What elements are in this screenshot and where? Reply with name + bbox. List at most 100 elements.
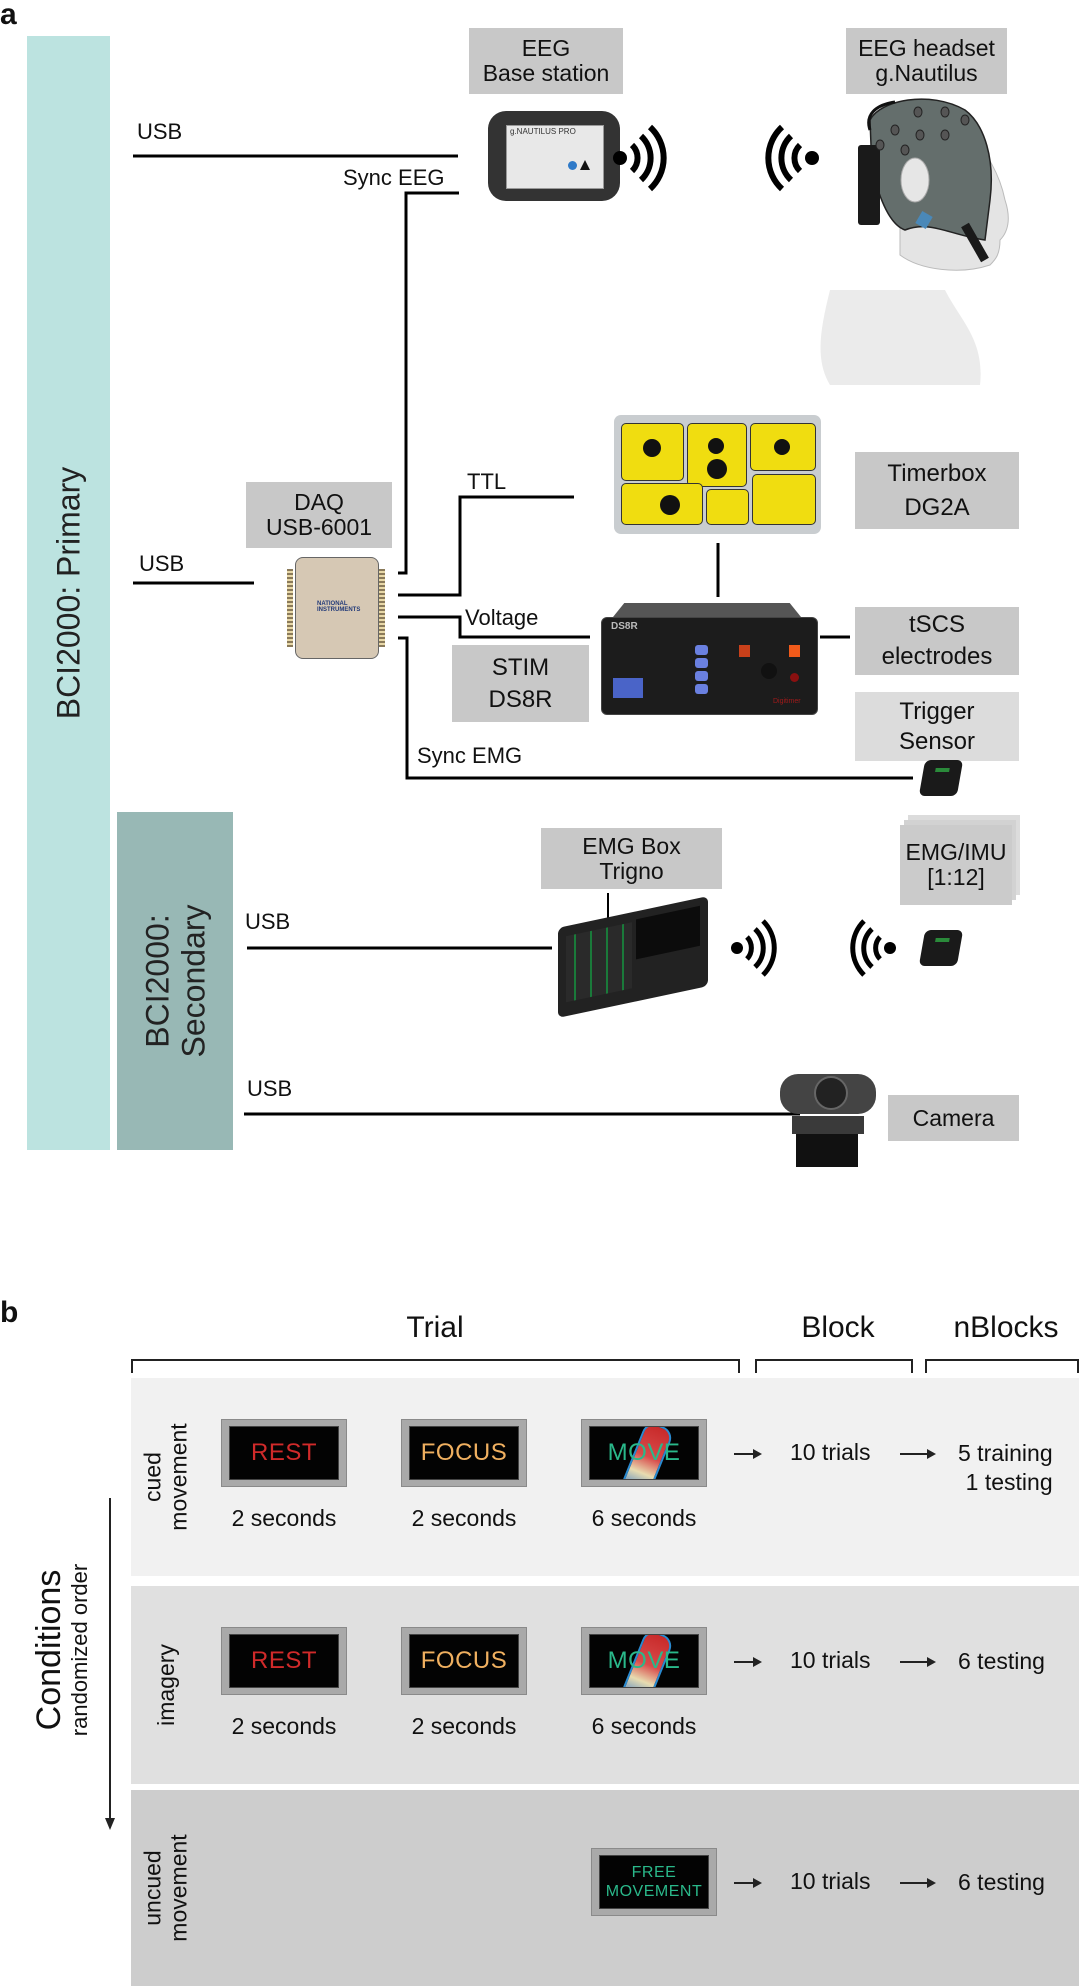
cue-screen-rest: REST: [221, 1419, 347, 1487]
sync-eeg-label: Sync EEG: [343, 165, 445, 190]
block-bracket: [755, 1359, 913, 1373]
cue-text: MOVE: [589, 1634, 699, 1688]
tscs-line2: electrodes: [881, 643, 993, 670]
conditions-axis-label: Conditions randomized order: [18, 1500, 104, 1800]
cue-duration: 6 seconds: [591, 1713, 697, 1739]
daq-line1: DAQ: [294, 489, 344, 515]
trigger-sensor-label: Trigger Sensor: [855, 692, 1019, 761]
trigger-line1: Trigger: [899, 697, 975, 725]
wireless-receive-icon-emgbox: [731, 919, 777, 977]
emg-box-line2: Trigno: [599, 857, 664, 884]
eeg-base-station-label: EEG Base station: [469, 28, 623, 94]
cue-duration: 2 seconds: [231, 1713, 337, 1739]
cue-duration: 2 seconds: [411, 1505, 517, 1531]
cue-text: FOCUS: [409, 1634, 519, 1688]
cue-duration: 2 seconds: [231, 1505, 337, 1531]
camera-line1: Camera: [912, 1104, 995, 1131]
timerbox-line1: Timerbox: [887, 459, 987, 487]
nblocks-bracket: [925, 1359, 1079, 1373]
emg-imu-line2: [1:12]: [927, 864, 985, 890]
usb-daq-label: USB: [139, 551, 185, 576]
conditions-title: Conditions: [30, 1569, 68, 1731]
eeg-headset-line2: g.Nautilus: [875, 60, 978, 86]
digitimer-brand: Digitimer: [773, 698, 801, 705]
trigger-line2: Sensor: [898, 727, 976, 755]
eeg-base-line2: Base station: [482, 60, 610, 86]
cue-screen-move: MOVE: [581, 1627, 707, 1695]
eeg-base-line1: EEG: [521, 35, 571, 61]
nblocks-value: 6 testing: [958, 1869, 1045, 1895]
wireless-icons: [613, 98, 1009, 977]
emg-imu-line1: EMG/IMU: [905, 839, 1007, 865]
arrow-icon: [900, 1449, 936, 1459]
cue-screen-rest: REST: [221, 1627, 347, 1695]
conditions-arrow-head: [105, 1818, 115, 1830]
emg-box-line1: EMG Box: [582, 832, 681, 859]
timerbox-line2: DG2A: [904, 493, 970, 521]
eeg-headset-illustration: [820, 98, 1009, 385]
trial-bracket: [131, 1359, 740, 1373]
ni-logo: NATIONAL INSTRUMENTS: [317, 601, 361, 613]
header-nblocks: nBlocks: [953, 1311, 1059, 1344]
usb-camera-label: USB: [247, 1076, 293, 1101]
eeg-headset-label: EEG headset g.Nautilus: [846, 28, 1007, 94]
arrow-icon: [734, 1657, 762, 1667]
connection-lines: [133, 154, 913, 1116]
condition-label-text: imagery: [153, 1644, 179, 1726]
header-block: Block: [801, 1311, 875, 1344]
wireless-receive-icon-headset: [765, 124, 819, 192]
daq-label: DAQ USB-6001: [246, 482, 392, 548]
arrow-icon: [900, 1878, 936, 1888]
wireless-emit-icon-sensor: [850, 919, 896, 977]
arrow-icon: [900, 1657, 936, 1667]
daq-line2: USB-6001: [265, 514, 373, 540]
bci2000-secondary-bar: BCI2000: Secondary: [117, 812, 233, 1150]
voltage-label: Voltage: [465, 605, 539, 630]
daq-device: NATIONAL INSTRUMENTS: [287, 557, 385, 659]
conditions-subtitle: randomized order: [67, 1563, 92, 1737]
emg-imu-label: EMG/IMU [1:12]: [900, 825, 1012, 905]
panel-b-letter: b: [0, 1296, 19, 1329]
tscs-line1: tSCS: [908, 611, 965, 638]
block-trials: 10 trials: [790, 1647, 871, 1673]
sync-emg-label: Sync EMG: [417, 743, 523, 768]
arrow-icon: [734, 1878, 762, 1888]
wireless-emit-icon-eeg: [613, 124, 667, 192]
timerbox-label: Timerbox DG2A: [855, 452, 1019, 529]
voltage-line: [398, 615, 590, 639]
cue-screen-focus: FOCUS: [401, 1627, 527, 1695]
stim-ds8r-label: STIM DS8R: [452, 645, 589, 722]
cue-text: REST: [229, 1634, 339, 1688]
cue-text: MOVE: [589, 1426, 699, 1480]
sync-eeg-line: [398, 191, 459, 575]
camera-label: Camera: [888, 1095, 1019, 1141]
stim-line2: DS8R: [488, 685, 553, 713]
eeg-base-station-device: g.NAUTILUS PRO: [488, 111, 620, 201]
ttl-label: TTL: [467, 469, 507, 494]
nblocks-value: 6 testing: [958, 1648, 1045, 1674]
block-trials: 10 trials: [790, 1868, 871, 1894]
cue-screen-move: MOVE: [581, 1419, 707, 1487]
camera-device: [778, 1070, 878, 1170]
ds8r-brand: DS8R: [611, 621, 638, 632]
cue-text: REST: [229, 1426, 339, 1480]
timerbox-device: [614, 415, 821, 534]
eeg-headset-line1: EEG headset: [858, 35, 995, 61]
bci2000-primary-bar: BCI2000: Primary: [27, 36, 110, 1150]
stim-line1: STIM: [491, 653, 550, 681]
sync-emg-line: [398, 636, 913, 780]
ds8r-device: DS8R Digitimer: [601, 603, 818, 715]
panel-a-letter: a: [0, 0, 17, 31]
block-trials: 10 trials: [790, 1439, 871, 1465]
cue-screen-focus: FOCUS: [401, 1419, 527, 1487]
